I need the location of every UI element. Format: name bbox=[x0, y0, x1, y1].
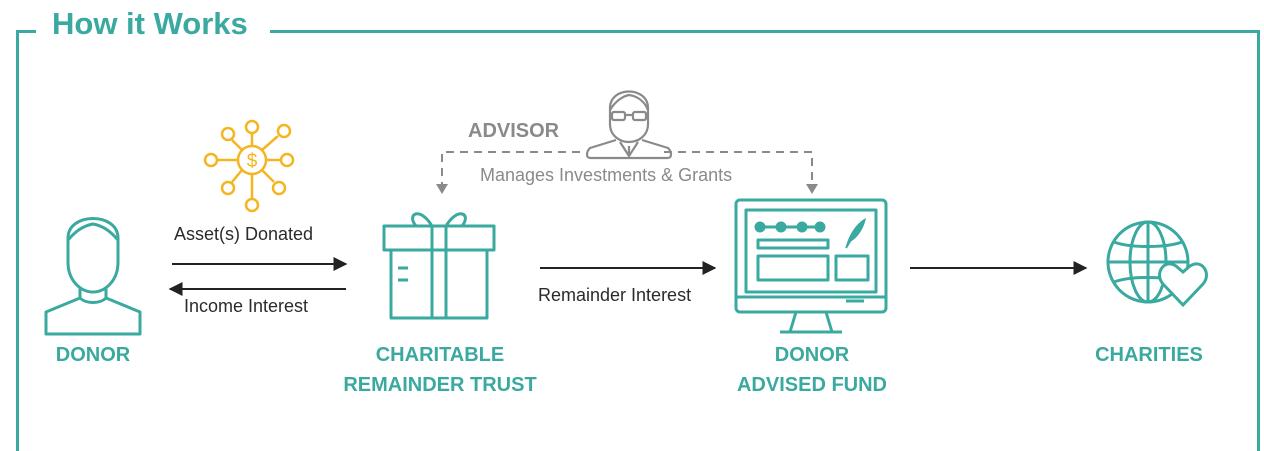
node-daf-line1: DONOR bbox=[774, 344, 850, 366]
advisor-connector bbox=[441, 151, 813, 190]
node-charities: CHARITIES bbox=[1095, 344, 1203, 366]
advisor-description: Manages Investments & Grants bbox=[480, 165, 733, 185]
node-donor: DONOR bbox=[55, 344, 131, 366]
globe-heart-icon bbox=[1106, 220, 1208, 308]
label-income-interest: Income Interest bbox=[184, 296, 309, 316]
asset-network-icon: $ bbox=[203, 119, 295, 213]
advisor-label: ADVISOR bbox=[468, 120, 560, 142]
svg-text:$: $ bbox=[247, 151, 258, 172]
arrowhead-fund bbox=[806, 184, 818, 194]
gift-icon bbox=[382, 212, 496, 320]
frame-left bbox=[16, 30, 19, 451]
node-donor-advised-fund: DONOR ADVISED FUND bbox=[722, 340, 902, 400]
node-daf-line2: ADVISED FUND bbox=[736, 374, 887, 396]
frame-right bbox=[1257, 30, 1260, 451]
label-remainder-interest: Remainder Interest bbox=[538, 285, 692, 305]
page-title: How it Works bbox=[48, 2, 252, 46]
frame-top-left bbox=[16, 30, 36, 33]
donor-icon bbox=[44, 217, 142, 336]
node-charitable-remainder-trust: CHARITABLE REMAINDER TRUST bbox=[338, 340, 542, 400]
label-asset-donated: Asset(s) Donated bbox=[174, 224, 314, 244]
frame-top-right bbox=[270, 30, 1260, 33]
node-crt-line2: REMAINDER TRUST bbox=[343, 374, 537, 396]
computer-icon bbox=[734, 198, 888, 334]
advisor-icon bbox=[585, 90, 673, 160]
arrowhead-trust bbox=[436, 184, 448, 194]
feather-icon bbox=[845, 218, 866, 249]
node-crt-line1: CHARITABLE bbox=[375, 344, 505, 366]
